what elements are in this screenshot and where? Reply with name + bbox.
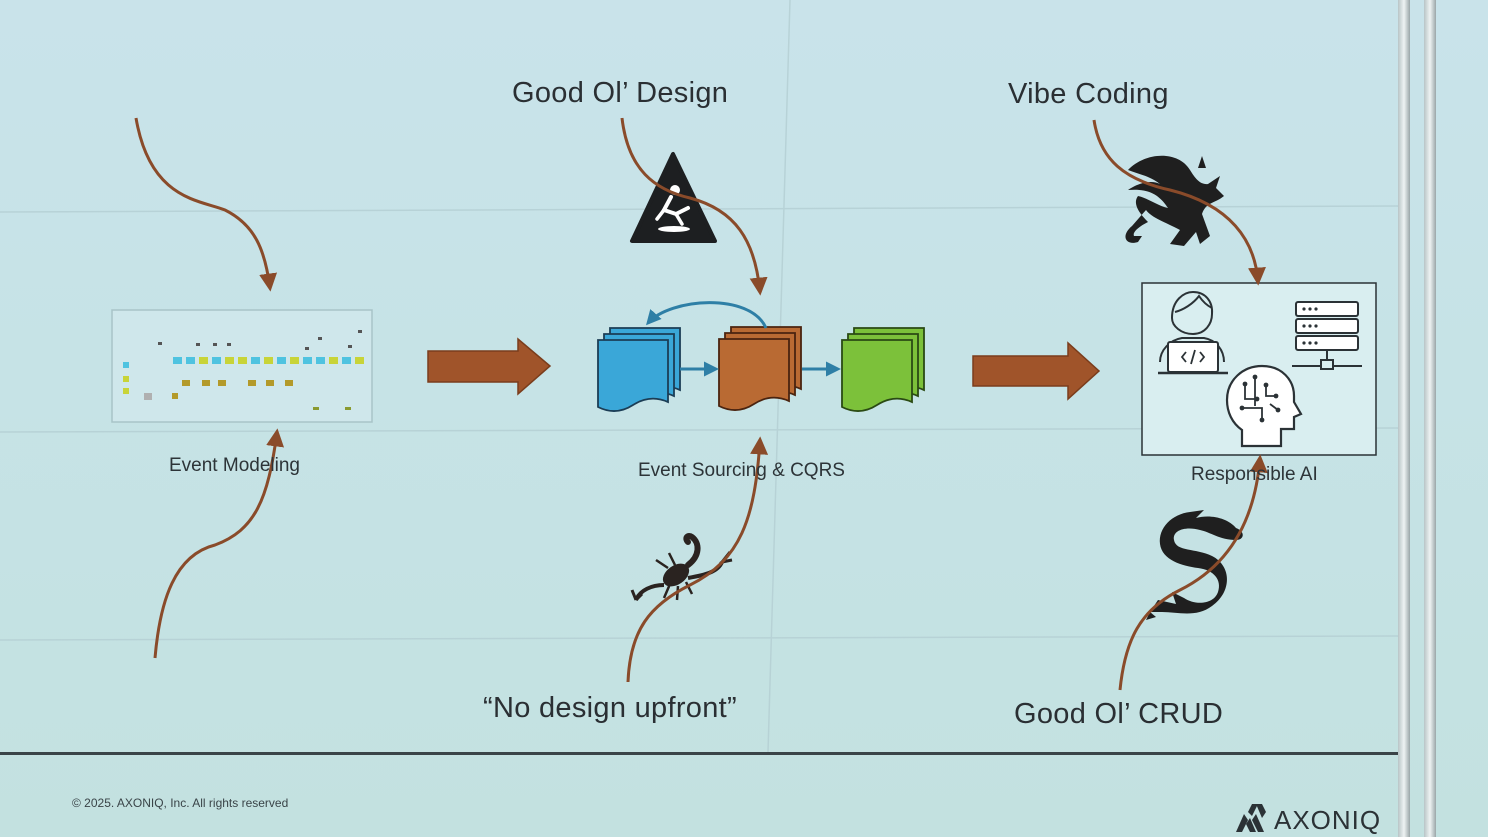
label-good-ol-crud: Good Ol’ CRUD [1014,698,1224,730]
transition-arrow-1 [427,337,552,396]
label-vibe-coding: Vibe Coding [1008,78,1169,110]
footer-divider [0,752,1400,755]
curve-into-event-modeling-bottom [153,428,285,659]
event-sourcing-diagram [597,301,925,412]
event-store-stack [718,326,802,411]
brand-name: AXONIQ [1274,804,1382,835]
event-modeling-board [111,309,373,423]
curve-from-good-ol-design [620,117,768,296]
query-model-stack [841,327,925,412]
curve-from-no-design-upfront [626,436,769,683]
wall-pole-right [1424,0,1436,837]
server-rack-icon [1292,301,1362,370]
label-good-ol-design: Good Ol’ Design [512,77,729,109]
label-event-modeling: Event Modeling [169,455,300,476]
axoniq-logo-icon [1236,804,1266,832]
serpent-dragon-icon [1146,510,1243,620]
curve-from-vibe-coding [1092,119,1266,286]
label-responsible-ai: Responsible AI [1191,464,1318,485]
brand-logo: AXONIQ [1236,804,1381,836]
command-model-stack [597,327,681,412]
curve-from-good-ol-crud [1118,454,1268,691]
transition-arrow-2 [972,341,1101,401]
event-modeling-stickies [123,330,364,410]
label-event-sourcing-cqrs: Event Sourcing & CQRS [638,460,845,481]
label-no-design-upfront: “No design upfront” [483,692,737,724]
brand-mark-spacer [1236,806,1266,834]
copyright-notice: © 2025. AXONIQ, Inc. All rights reserved [72,796,289,810]
curve-into-event-modeling-top [134,117,278,292]
slippery-floor-warning-icon [630,152,717,243]
dragon-icon [1125,155,1224,246]
ai-brain-icon [1225,364,1303,448]
developer-laptop-icon [1158,290,1228,375]
wall-pole-left [1398,0,1410,837]
